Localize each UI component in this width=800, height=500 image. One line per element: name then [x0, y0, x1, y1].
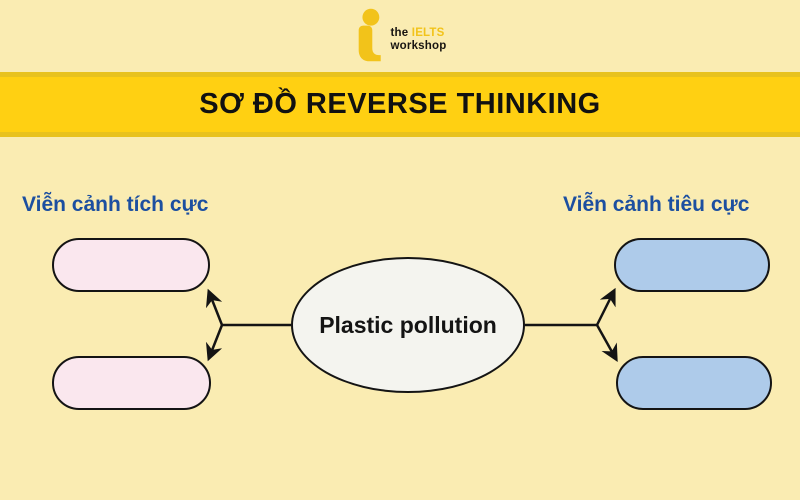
positive-box-2 [52, 356, 211, 410]
left-lower-arrow [205, 324, 224, 362]
logo: the IELTS workshop [0, 8, 800, 62]
ielts-i-icon [358, 8, 381, 62]
negative-scenario-label: Viễn cảnh tiêu cực [563, 193, 750, 216]
logo-word-brand: IELTS [411, 27, 445, 39]
right-lower-arrow [595, 324, 618, 363]
positive-box-1 [52, 238, 210, 292]
title-banner: SƠ ĐỒ REVERSE THINKING [0, 72, 800, 137]
center-topic-node: Plastic pollution [291, 257, 525, 393]
logo-text: the IELTS workshop [391, 27, 447, 53]
logo-word-workshop: workshop [390, 40, 447, 52]
negative-box-2 [616, 356, 772, 410]
center-topic-label: Plastic pollution [319, 311, 497, 338]
negative-box-1 [614, 238, 770, 292]
left-upper-arrow [205, 288, 224, 326]
positive-scenario-label: Viễn cảnh tích cực [22, 193, 209, 216]
logo-word-the: the [390, 27, 409, 39]
page-title: SƠ ĐỒ REVERSE THINKING [199, 88, 601, 120]
right-upper-arrow [595, 287, 616, 326]
